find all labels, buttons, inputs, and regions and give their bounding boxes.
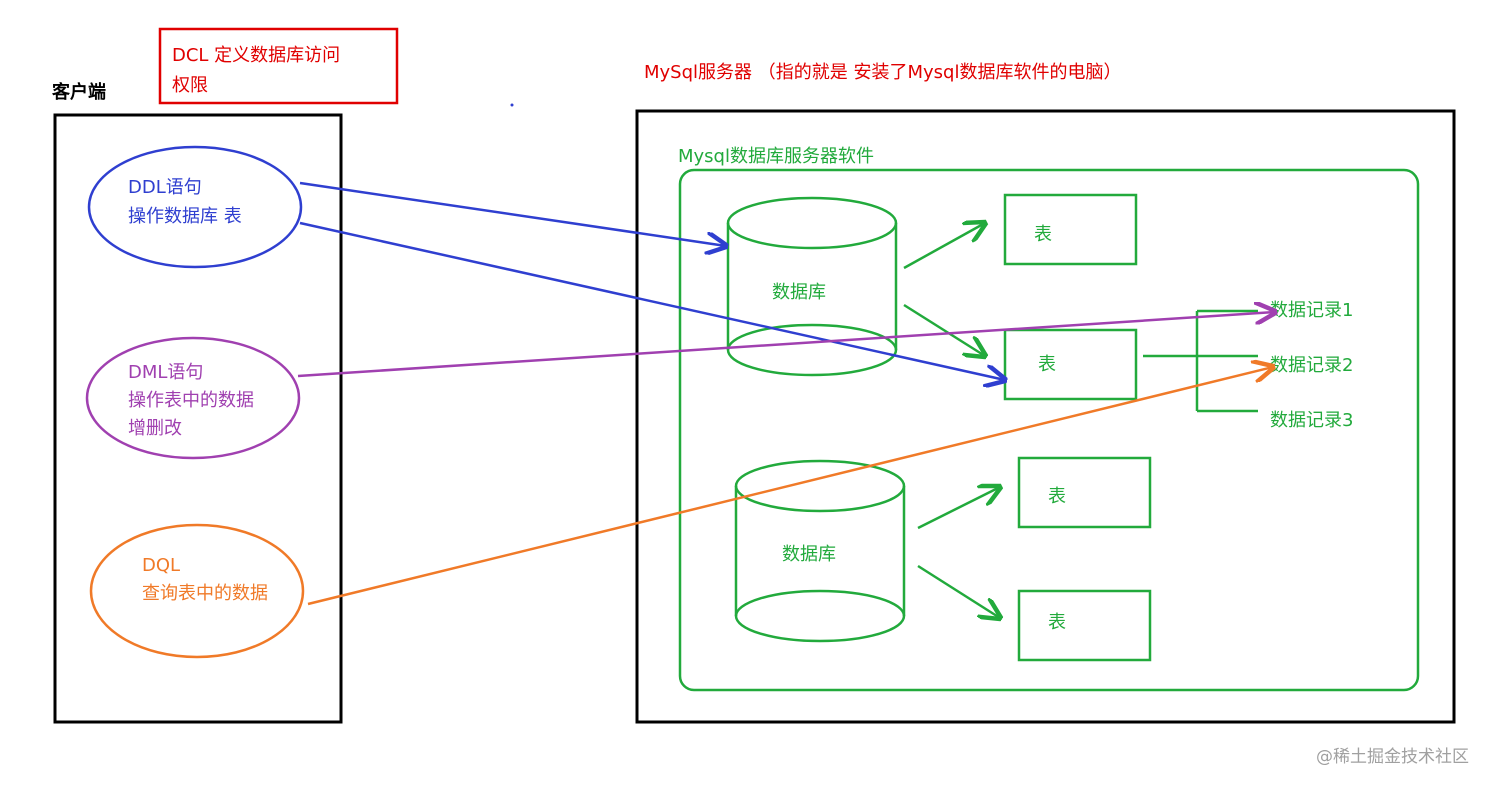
dql-to-record-arrow [307, 367, 1273, 606]
table-box-1 [1003, 193, 1138, 266]
dcl-note-box [158, 27, 399, 105]
watermark: @稀土掘金技术社区 [1316, 747, 1469, 767]
table-label-1: 表 [1034, 224, 1052, 245]
dql-ellipse [89, 523, 305, 659]
db1-to-table1-arrow [903, 223, 985, 270]
dml-line2: 操作表中的数据 [128, 390, 254, 411]
db2-to-table4-arrow [917, 564, 1000, 618]
ddl-ellipse [87, 145, 303, 269]
record-label-2: 数据记录2 [1270, 355, 1353, 376]
table-label-3: 表 [1048, 486, 1066, 507]
db2-to-table3-arrow [917, 487, 1000, 530]
software-title: Mysql数据库服务器软件 [678, 146, 874, 167]
database-label-1: 数据库 [772, 282, 826, 303]
stray-dot [510, 103, 514, 107]
dml-line3: 增删改 [128, 418, 182, 439]
server-box [635, 109, 1456, 724]
ddl-to-table-arrow [299, 221, 1005, 380]
table-label-2: 表 [1038, 354, 1056, 375]
records-bracket [1143, 309, 1258, 413]
client-title: 客户端 [52, 81, 106, 103]
table-label-4: 表 [1048, 612, 1066, 633]
table-box-3 [1017, 456, 1152, 529]
client-box [53, 113, 343, 724]
dml-to-record-arrow [297, 312, 1275, 378]
dml-ellipse [85, 336, 301, 460]
dml-line1: DML语句 [128, 362, 203, 383]
record-label-1: 数据记录1 [1270, 300, 1353, 321]
dcl-note-line1: DCL 定义数据库访问 [172, 45, 340, 66]
database-cylinder-2 [734, 459, 906, 643]
table-box-4 [1017, 589, 1152, 662]
dcl-note-line2: 权限 [172, 75, 208, 96]
dql-line1: DQL [142, 555, 180, 576]
ddl-to-database-arrow [299, 181, 726, 246]
ddl-line1: DDL语句 [128, 177, 202, 198]
db1-to-table2-arrow [903, 303, 985, 356]
table-box-2 [1003, 328, 1138, 401]
dql-line2: 查询表中的数据 [142, 583, 268, 604]
ddl-line2: 操作数据库 表 [128, 206, 242, 227]
software-box [678, 168, 1420, 692]
record-label-3: 数据记录3 [1270, 410, 1353, 431]
server-title: MySql服务器 （指的就是 安装了Mysql数据库软件的电脑） [644, 62, 1121, 83]
database-label-2: 数据库 [782, 544, 836, 565]
